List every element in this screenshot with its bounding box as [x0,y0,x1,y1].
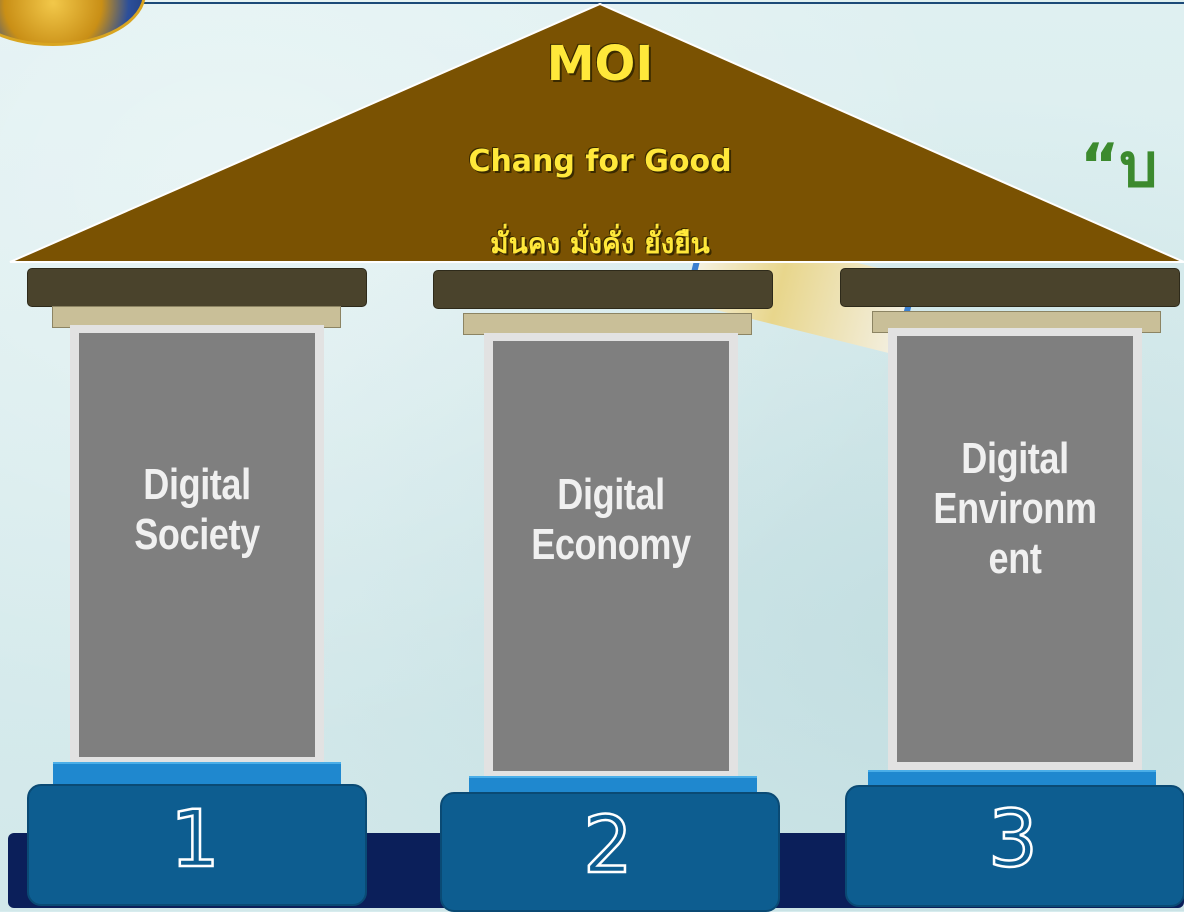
pillar-label-line-3: ent [988,534,1042,583]
roof [9,2,1184,263]
pillar-shaft-inner [79,333,315,757]
roof-triangle [9,2,1184,263]
pillar-label-line-1: Digital [143,460,251,509]
pillar-base [440,792,780,912]
pillar-label: Digital Society [100,460,294,560]
pillar-label-line-2: Environm [933,484,1097,533]
roof-subtitle-th: มั่นคง มั่งคั่ง ยั่งยืน [490,227,710,260]
roof-subtitle-en: Chang for Good [468,144,732,179]
pillar-base [27,784,367,906]
pillar-capital [433,270,773,309]
pillar-capital [27,268,367,307]
top-border-line [140,2,1184,4]
pillar-base [845,785,1184,907]
pillar-shaft-inner [897,336,1133,762]
roof-title: MOI [546,36,654,92]
side-heading: “บ [1080,131,1158,201]
pillar-capital-band [463,313,752,335]
pillar-label-line-1: Digital [557,470,665,519]
pillar-label-line-1: Digital [961,434,1069,483]
pillar-number: 2 [582,801,634,891]
pillar-number: 3 [987,795,1039,885]
pillar-capital [840,268,1180,307]
pillar-label: Digital Environm ent [918,434,1112,584]
pillar-label-line-2: Economy [531,520,691,569]
pillar-base-band [53,762,341,788]
pillar-label-line-2: Society [134,510,260,559]
pillar-number: 1 [169,795,221,885]
pillar-shaft-inner [493,341,729,771]
pillar-label: Digital Economy [514,470,708,570]
